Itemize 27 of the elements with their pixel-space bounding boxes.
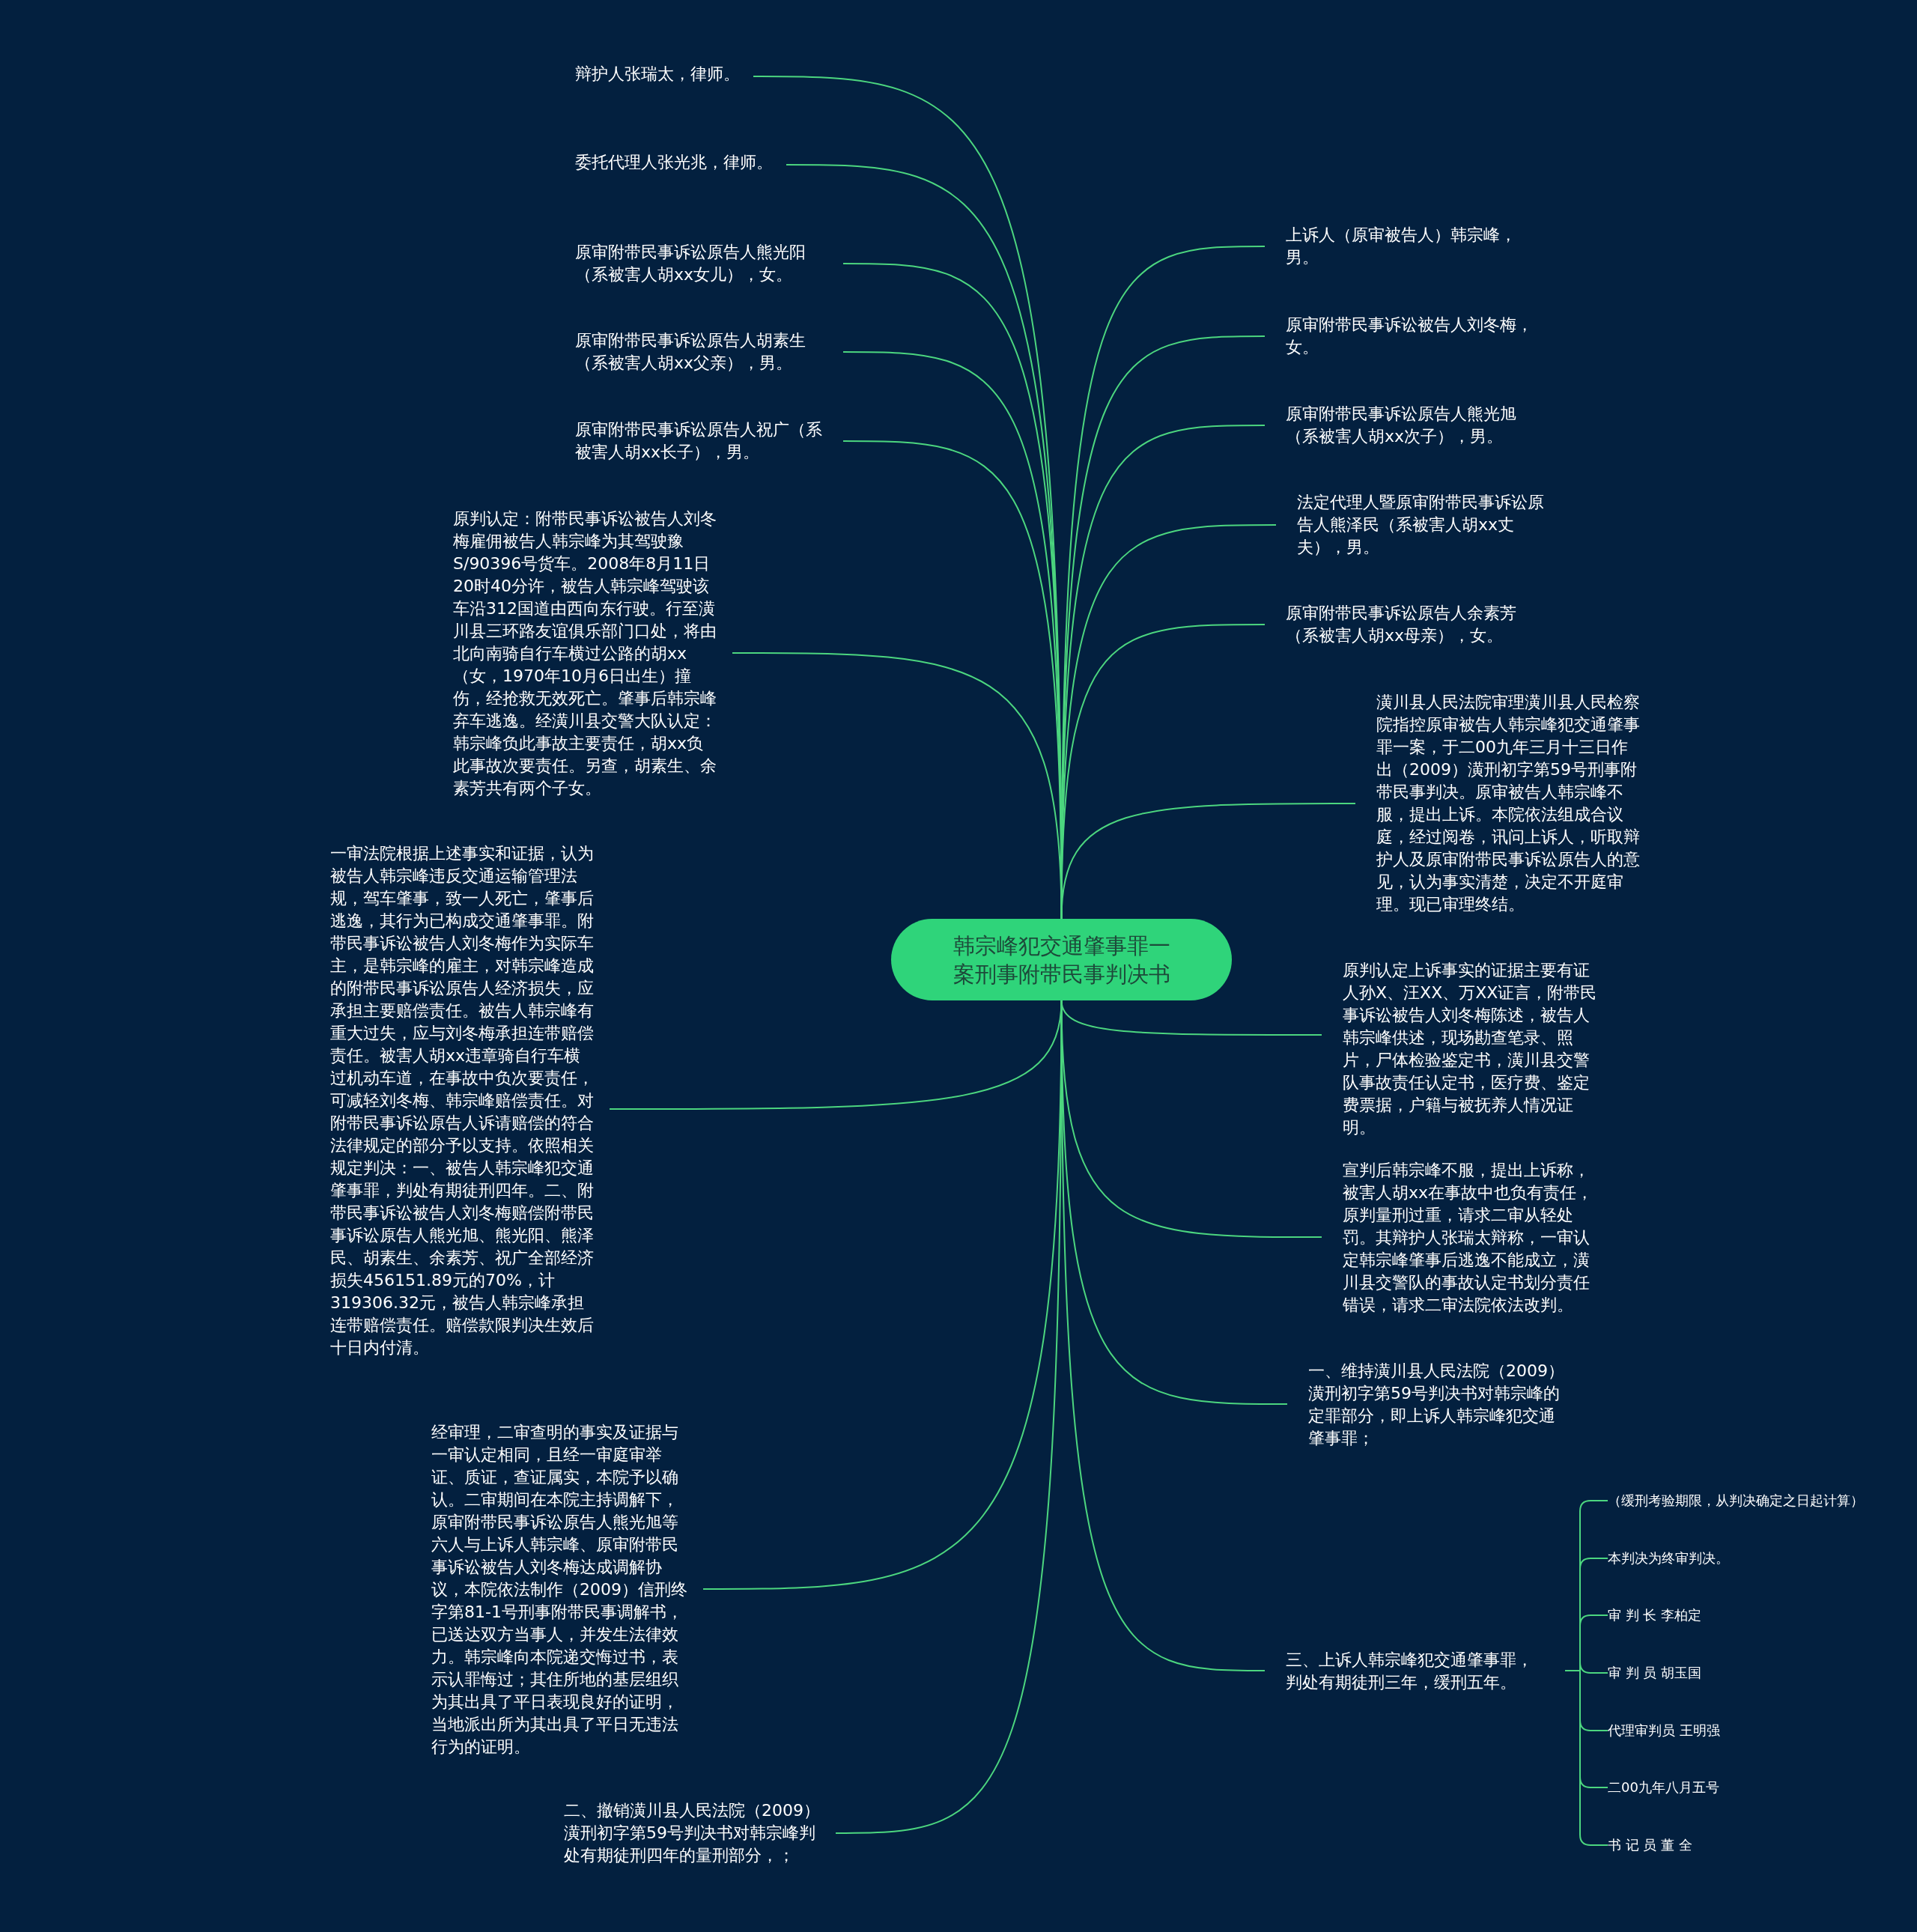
branch-text: 原审附带民事诉讼被告人刘冬梅，女。 — [1263, 314, 1544, 359]
branch-text: 二00九年八月五号 — [1608, 1778, 1719, 1796]
branch-text: 三、上诉人韩宗峰犯交通肇事罪，判处有期徒刑三年，缓刑五年。 — [1263, 1649, 1567, 1694]
branch-text: 本判决为终审判决。 — [1608, 1549, 1729, 1567]
branch-text: 二、撤销潢川县人民法院（2009）潢刑初字第59号判决书对韩宗峰判处有期徒刑四年的量刑部分，； — [564, 1799, 837, 1867]
branch-text: 书 记 员 董 全 — [1608, 1836, 1692, 1854]
branch-text: 原判认定：附带民事诉讼被告人刘冬梅雇佣被告人韩宗峰为其驾驶豫S/90396号货车。2008年8月11日20时40分许，被告人韩宗峰驾驶该车沿312国道由西向东行驶。行至潢川县三环路友谊俱乐部门口处，将由北向南骑自行车横过公路的胡xx（女，1970年10月6日出生）撞伤，经抢救无效死亡。肇事后韩宗峰弃车逃逸。经潢川县交警大队认定：韩宗峰负此事故主要责任，胡xx负此事故次要责任。另查，胡素生、余素芳共有两个子女。 — [453, 508, 734, 800]
branch-text: 原判认定上诉事实的证据主要有证人孙X、汪XX、万XX证言，附带民事诉讼被告人刘冬梅陈述，被告人韩宗峰供述，现场勘查笔录、照片，尸体检验鉴定书，潢川县交警队事故责任认定书，医疗费、鉴定费票据，户籍与被抚养人情况证明。 — [1320, 959, 1601, 1139]
branch-text: 原审附带民事诉讼原告人熊光阳（系被害人胡xx女儿），女。 — [575, 241, 845, 286]
branch-text: 原审附带民事诉讼原告人祝广（系被害人胡xx长子），男。 — [575, 419, 845, 464]
topic-pill: 韩宗峰犯交通肇事罪一案刑事附带民事判决书 — [891, 919, 1232, 1000]
branch-text: （缓刑考验期限，从判决确定之日起计算） — [1608, 1492, 1864, 1510]
branch-text: 一、维持潢川县人民法院（2009）潢刑初字第59号判决书对韩宗峰的定罪部分，即上诉人韩宗峰犯交通肇事罪； — [1286, 1360, 1567, 1450]
branch-text: 一审法院根据上述事实和证据，认为被告人韩宗峰违反交通运输管理法规，驾车肇事，致一人死亡，肇事后逃逸，其行为已构成交通肇事罪。附带民事诉讼被告人刘冬梅作为实际车主，是韩宗峰的雇主，对韩宗峰造成的附带民事诉讼原告人经济损失，应承担主要赔偿责任。被告人韩宗峰有重大过失，应与刘冬梅承担连带赔偿责任。被害人胡xx违章骑自行车横过机动车道，在事故中负次要责任，可减轻刘冬梅、韩宗峰赔偿责任。对附带民事诉讼原告人诉请赔偿的符合法律规定的部分予以支持。依照相关规定判决：一、被告人韩宗峰犯交通肇事罪，判处有期徒刑四年。二、附带民事诉讼被告人刘冬梅赔偿附带民事诉讼原告人熊光旭、熊光阳、熊泽民、胡素生、余素芳、祝广全部经济损失456151.89元的70%，计319306.32元，被告人韩宗峰承担连带赔偿责任。赔偿款限判决生效后十日内付清。 — [330, 842, 611, 1359]
branch-text: 法定代理人暨原审附带民事诉讼原告人熊泽民（系被害人胡xx丈夫），男。 — [1275, 491, 1555, 559]
branch-text: 审 判 长 李柏定 — [1608, 1606, 1702, 1624]
branch-text: 委托代理人张光兆，律师。 — [575, 151, 788, 174]
branch-text: 宣判后韩宗峰不服，提出上诉称，被害人胡xx在事故中也负有责任，原判量刑过重，请求二审从轻处罚。其辩护人张瑞太辩称，一审认定韩宗峰肇事后逃逸不能成立，潢川县交警队的事故认定书划分责任错误，请求二审法院依法改判。 — [1320, 1159, 1601, 1316]
branch-text: 审 判 员 胡玉国 — [1608, 1664, 1702, 1682]
branch-text: 原审附带民事诉讼原告人胡素生（系被害人胡xx父亲），男。 — [575, 329, 845, 374]
branch-text: 上诉人（原审被告人）韩宗峰，男。 — [1263, 224, 1544, 269]
branch-text: 潢川县人民法院审理潢川县人民检察院指控原审被告人韩宗峰犯交通肇事罪一案，于二00九年三月十三日作出（2009）潢刑初字第59号刑事附带民事判决。原审被告人韩宗峰不服，提出上诉。本院依法组成合议庭，经过阅卷，讯问上诉人，听取辩护人及原审附带民事诉讼原告人的意见，认为事实清楚，决定不开庭审理。现已审理终结。 — [1354, 691, 1642, 916]
branch-text: 原审附带民事诉讼原告人熊光旭（系被害人胡xx次子），男。 — [1263, 403, 1544, 448]
branch-text: 代理审判员 王明强 — [1608, 1722, 1720, 1740]
branch-text: 经审理，二审查明的事实及证据与一审认定相同，且经一审庭审举证、质证，查证属实，本院予以确认。二审期间在本院主持调解下，原审附带民事诉讼原告人熊光旭等六人与上诉人韩宗峰、原审附带民事诉讼被告人刘冬梅达成调解协议，本院依法制作（2009）信刑终字第81-1号刑事附带民事调解书，已送达双方当事人，并发生法律效力。韩宗峰向本院递交悔过书，表示认罪悔过；其住所地的基层组织为其出具了平日表现良好的证明，当地派出所为其出具了平日无违法行为的证明。 — [431, 1421, 705, 1758]
branch-text: 原审附带民事诉讼原告人余素芳（系被害人胡xx母亲），女。 — [1263, 602, 1544, 647]
branch-text: 辩护人张瑞太，律师。 — [575, 63, 755, 85]
